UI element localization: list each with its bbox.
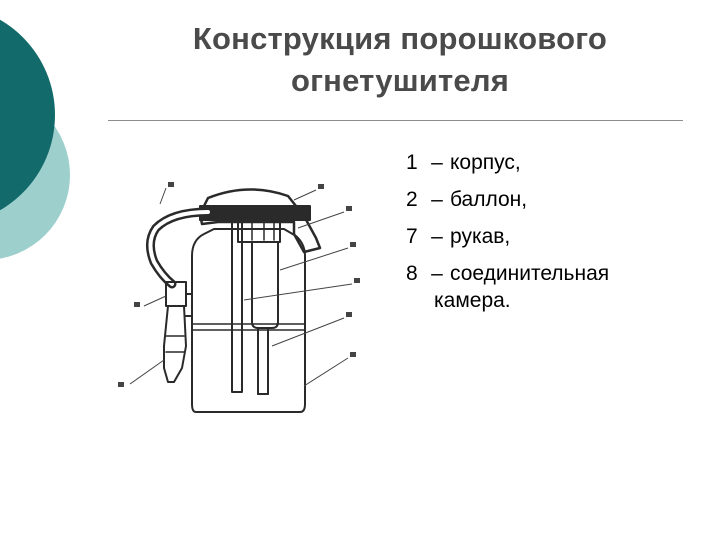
callout-mark [354,278,360,283]
callout-mark [318,184,324,189]
legend-text-continuation: камера. [434,289,511,312]
legend-item: 2–баллон, [406,186,706,213]
callout-mark [134,302,140,307]
leader-line [271,317,345,347]
legend-text: соединительная [450,262,610,285]
callout-mark [346,206,352,211]
legend-dash: – [431,188,443,211]
callout-mark [118,382,124,387]
legend-item: 8–соединительная камера. [406,260,706,314]
cap-plate [199,205,311,221]
legend-number: 1 [406,151,418,174]
slide-title-line-1: Конструкция порошкового [192,21,608,56]
gas-cylinder [251,241,279,329]
decor-dark-circle [0,19,55,211]
callout-mark [350,242,356,247]
leader-line [303,357,349,387]
decorative-circles [0,19,70,259]
legend-dash: – [431,151,443,174]
legend-item: 7–рукав, [406,223,706,250]
hose-inner [148,210,210,286]
extinguisher-diagram [118,182,360,413]
title-divider [108,120,683,121]
callout-mark [346,312,352,317]
leader-line [243,283,353,301]
legend-dash: – [431,262,443,285]
leader-line [129,359,165,385]
leader-line [143,295,167,307]
leader-line [159,187,167,205]
legend-item: 1–корпус, [406,149,706,176]
callout-mark [350,352,356,357]
legend-number: 7 [406,225,418,248]
legend-text: баллон, [450,188,528,211]
leader-line [293,189,317,201]
siphon-tube [231,221,243,393]
legend-dash: – [431,225,443,248]
slide-title-line-2: огнетушителя [290,63,510,98]
legend-text: корпус, [450,151,521,174]
legend-number: 8 [406,262,418,285]
leader-line [279,247,349,271]
leader-line [297,211,345,229]
callout-mark [168,182,174,187]
parts-legend: 1–корпус, 2–баллон, 7–рукав, 8–соедините… [406,149,706,324]
extinguisher-body [191,228,306,413]
slide-title: Конструкция порошкового огнетушителя [110,18,690,102]
extinguisher-cap [198,188,322,254]
legend-number: 2 [406,188,418,211]
legend-text: рукав, [450,225,511,248]
nozzle [163,305,187,383]
